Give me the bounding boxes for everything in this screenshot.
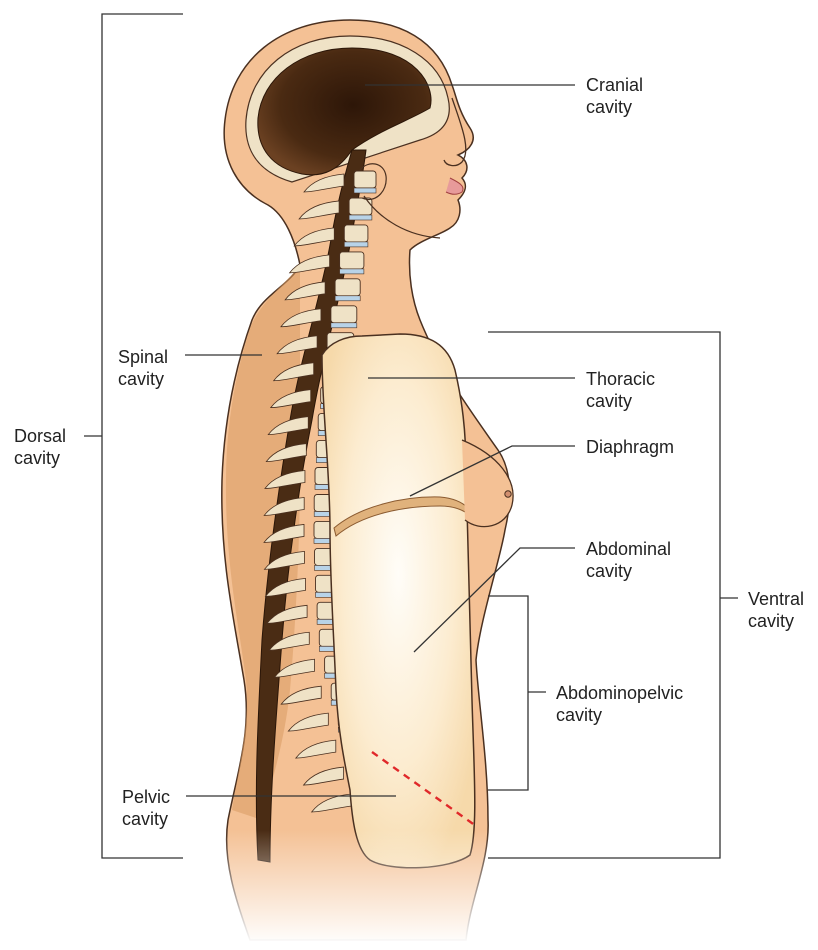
dorsal-bracket (102, 14, 183, 858)
spinal-cavity-label: Spinal cavity (118, 346, 168, 390)
bottom-fade (200, 830, 520, 945)
intervertebral-disc (349, 215, 372, 220)
thoracic-label-line2: cavity (586, 390, 655, 412)
vertebra-body (349, 198, 372, 215)
vertebra-body (354, 171, 376, 188)
pelvic-label-line1: Pelvic (122, 786, 170, 808)
nipple (505, 491, 511, 497)
vertebra-body (340, 252, 364, 269)
pelvic-label-line2: cavity (122, 808, 170, 830)
cranial-cavity-label: Cranial cavity (586, 74, 643, 118)
intervertebral-disc (344, 242, 368, 247)
spinal-label-line2: cavity (118, 368, 168, 390)
abdominal-label-line2: cavity (586, 560, 671, 582)
abdominal-label-line1: Abdominal (586, 538, 671, 560)
dorsal-cavity-label: Dorsal cavity (14, 425, 66, 469)
vertebra-body (335, 279, 360, 296)
ventral-label-line2: cavity (748, 610, 804, 632)
abdominopelvic-label-line2: cavity (556, 704, 683, 726)
diaphragm-label-text: Diaphragm (586, 436, 674, 458)
intervertebral-disc (331, 323, 357, 328)
vertebra-body (344, 225, 368, 242)
abdominopelvic-label-line1: Abdominopelvic (556, 682, 683, 704)
pelvic-cavity-label: Pelvic cavity (122, 786, 170, 830)
intervertebral-disc (340, 269, 364, 274)
ventral-cavity-label: Ventral cavity (748, 588, 804, 632)
dorsal-label-line2: cavity (14, 447, 66, 469)
ventral-label-line1: Ventral (748, 588, 804, 610)
diaphragm-label: Diaphragm (586, 436, 674, 458)
abdominal-cavity-label: Abdominal cavity (586, 538, 671, 582)
abdominopelvic-cavity-label: Abdominopelvic cavity (556, 682, 683, 726)
cranial-label-line2: cavity (586, 96, 643, 118)
abdominopelvic-bracket (488, 596, 528, 790)
dorsal-label-line1: Dorsal (14, 425, 66, 447)
spinal-label-line1: Spinal (118, 346, 168, 368)
thoracic-cavity-label: Thoracic cavity (586, 368, 655, 412)
intervertebral-disc (354, 188, 376, 193)
intervertebral-disc (335, 296, 360, 301)
vertebra-body (331, 306, 357, 323)
cranial-label-line1: Cranial (586, 74, 643, 96)
thoracic-label-line1: Thoracic (586, 368, 655, 390)
